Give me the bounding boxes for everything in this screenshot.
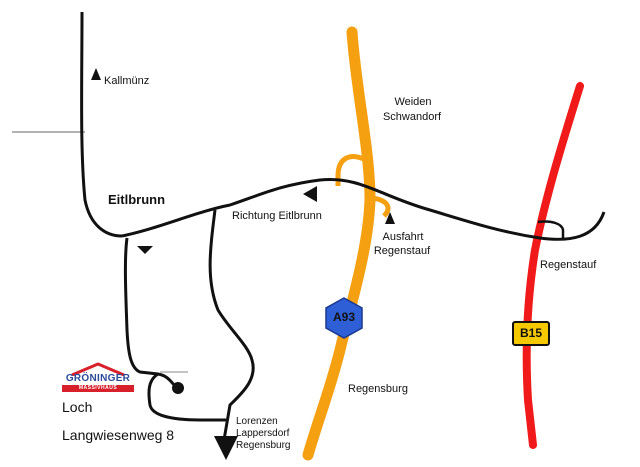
a93-shield — [325, 297, 363, 339]
loch-access-road — [147, 372, 226, 422]
main-road — [121, 177, 606, 241]
label-lorenzen: Lorenzen — [236, 416, 278, 427]
lorenzen-road — [208, 209, 255, 441]
label-street: Langwiesenweg 8 — [62, 427, 175, 443]
a93-label: A93 — [332, 310, 355, 324]
arrow-down-icon — [214, 436, 238, 460]
logo-name: GRÖNINGER — [65, 373, 131, 384]
destination-dot-icon — [172, 382, 184, 394]
label-regenstauf: Regenstauf — [540, 259, 597, 271]
arrow-up-icon — [385, 212, 395, 224]
label-loch: Loch — [62, 399, 93, 415]
logo-subtitle: MASSIVHAUS — [62, 385, 134, 392]
label-kallmuenz: Kallmünz — [104, 75, 150, 87]
b15-shield — [512, 321, 550, 346]
label-schwandorf: Schwandorf — [382, 111, 442, 123]
b15-road — [522, 82, 584, 449]
label-ausfahrt: Ausfahrt — [382, 231, 424, 243]
label-weiden: Weiden — [394, 96, 432, 108]
label-regenstauf-exit: Regenstauf — [373, 245, 431, 257]
arrow-up-icon — [91, 68, 101, 80]
label-richtung-eitlbrunn: Richtung Eitlbrunn — [232, 210, 322, 222]
groeninger-logo: GRÖNINGER MASSIVHAUS — [60, 362, 136, 394]
kallmuenz-road — [80, 11, 123, 238]
house-roof-icon — [71, 362, 125, 376]
b15-label: B15 — [519, 326, 542, 340]
a93-ramp-south — [371, 195, 391, 218]
arrow-down-icon — [137, 246, 153, 254]
loch-road — [123, 237, 179, 390]
label-lappersdorf: Lappersdorf — [236, 428, 290, 439]
a93-highway — [302, 26, 376, 461]
a93-ramp-north — [335, 154, 368, 186]
arrow-left-icon — [303, 186, 317, 202]
label-eitlbrunn: Eitlbrunn — [108, 192, 166, 207]
b15-connector — [537, 220, 565, 240]
label-regensburg-small: Regensburg — [236, 440, 291, 451]
label-regensburg: Regensburg — [348, 383, 408, 395]
